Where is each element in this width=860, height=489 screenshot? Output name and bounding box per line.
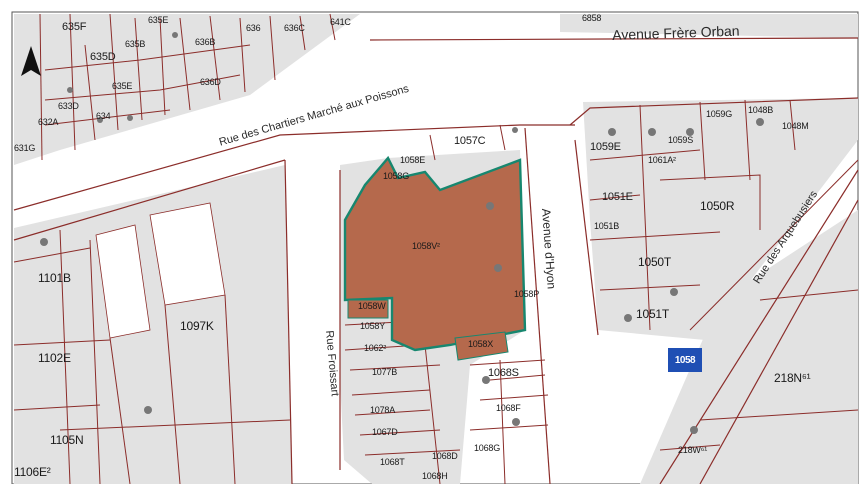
site-parcel-1058v2 <box>343 155 527 352</box>
parcel-label: 636 <box>246 23 261 33</box>
parcel-label: 635B <box>125 39 146 49</box>
parcel-label: 1105N <box>50 433 84 447</box>
parcel-label: 1058V² <box>412 241 440 251</box>
reference-badge: 1058 <box>668 348 702 372</box>
parcel-label: 1058W <box>358 301 386 311</box>
parcel-label: 1101B <box>38 271 71 285</box>
parcel-label: 634 <box>96 111 111 121</box>
parcel-label: 1068D <box>432 451 458 461</box>
parcel-label: 1051B <box>594 221 620 231</box>
parcel-label: 636B <box>195 37 216 47</box>
parcel-label: 6858 <box>582 13 602 23</box>
north-arrow-icon <box>21 46 41 76</box>
parcel-label: 1051T <box>636 307 670 321</box>
parcel-symbols <box>40 32 764 434</box>
parcel-label: 1050T <box>638 255 672 269</box>
parcel-label: 1059S <box>668 135 694 145</box>
parcel-label: 1097K <box>180 319 214 333</box>
parcel-label: 1050R <box>700 199 735 213</box>
parcel-label: 1048M <box>782 121 809 131</box>
parcel-label: 1057C <box>454 135 486 147</box>
site-patch-1058x <box>454 331 509 361</box>
parcel-label: 636D <box>200 77 221 87</box>
parcel-label: 1068H <box>422 471 448 481</box>
parcel-label: 1058Y <box>360 321 386 331</box>
parcel-label: 1058E <box>400 155 426 165</box>
parcel-label: 632A <box>38 117 59 127</box>
parcel-label: 1078A <box>370 405 396 415</box>
parcel-label: 1061A² <box>648 155 676 165</box>
parcel-label: 1102E <box>38 351 71 365</box>
parcel-label: 1058G <box>383 171 410 181</box>
parcel-label: 1068T <box>380 457 405 467</box>
parcel-label: 1058P <box>514 289 540 299</box>
parcel-label: 635E <box>148 15 169 25</box>
parcel-label: 1051E <box>602 191 633 203</box>
parcel-label: 631G <box>14 143 36 153</box>
parcel-label: 1068F <box>496 403 521 413</box>
site-patch-1058w <box>347 299 389 319</box>
parcel-label: 218W⁶¹ <box>678 445 708 455</box>
parcel-label: 1059E <box>590 141 621 153</box>
parcel-label: 1106E² <box>14 465 51 479</box>
parcel-label: 1058X <box>468 339 494 349</box>
parcel-label: 1077B <box>372 367 398 377</box>
parcel-label: 1059G <box>706 109 733 119</box>
parcel-label: 1068S <box>488 367 519 379</box>
inner-courtyards <box>95 202 226 339</box>
parcel-boundaries <box>13 13 859 485</box>
parcel-label: 635D <box>90 51 116 63</box>
parcel-label: 1048B <box>748 105 774 115</box>
parcel-label: 635E <box>112 81 133 91</box>
parcel-label: 1067D <box>372 427 398 437</box>
parcel-label: 635F <box>62 21 87 33</box>
parcel-label: 1068G <box>474 443 501 453</box>
parcel-label: 641C <box>330 17 351 27</box>
parcel-label: 633D <box>58 101 79 111</box>
parcel-label: 1062² <box>364 343 387 353</box>
parcel-label: 636C <box>284 23 305 33</box>
parcel-label: 218N⁶¹ <box>774 371 811 385</box>
